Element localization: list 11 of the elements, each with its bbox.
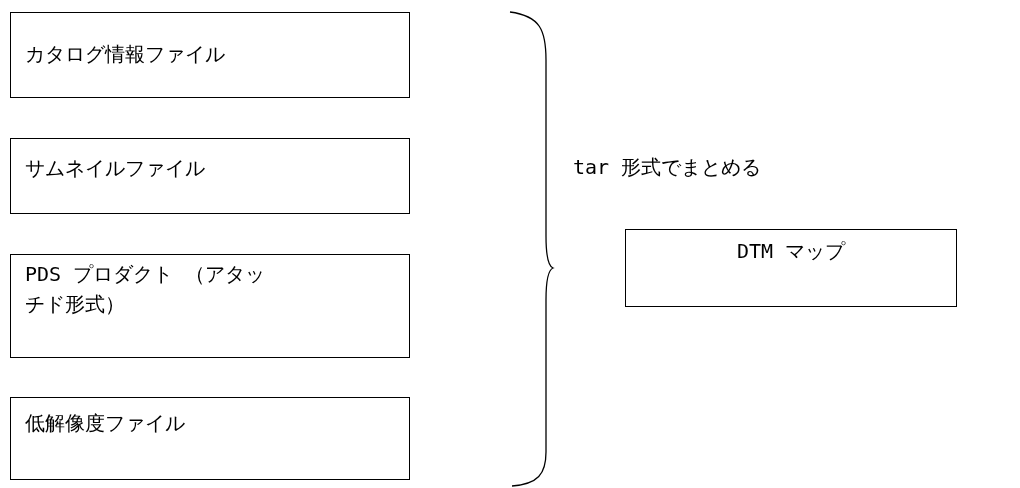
process-box xyxy=(10,397,410,480)
process-box xyxy=(10,12,410,98)
process-box xyxy=(10,138,410,214)
box-label: サムネイルファイル xyxy=(25,155,206,182)
box-label: 低解像度ファイル xyxy=(25,410,186,437)
box-label: PDS プロダクト （アタッチド形式） xyxy=(25,261,267,318)
process-box xyxy=(625,229,957,307)
process-box xyxy=(10,254,410,358)
box-label: カタログ情報ファイル xyxy=(25,41,226,68)
annotation-text: tar 形式でまとめる xyxy=(573,154,762,181)
box-label: DTM マップ xyxy=(735,238,847,265)
